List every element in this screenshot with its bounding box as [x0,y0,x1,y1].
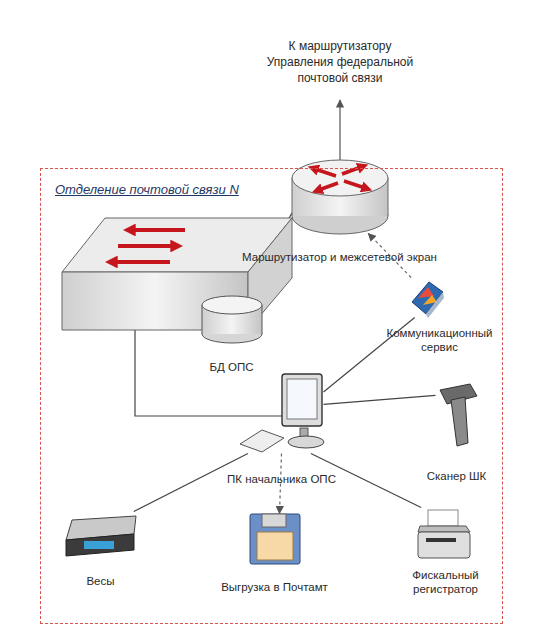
device-node: Весы [64,512,138,556]
scale-icon [66,516,136,556]
network-switch-part [118,244,178,248]
device-label: Фискальный регистратор [391,568,501,596]
office-heading: Отделение почтовой связи N [55,183,239,197]
uplink-arrow-part [339,100,340,160]
floppy-icon-part [262,514,286,527]
router-cylinder-part [312,168,336,176]
device-label: Коммуникационный сервис [380,326,500,354]
device-label: Выгрузка в Почтамт [205,580,345,594]
floppy-icon-part [257,532,293,560]
device-node: Сканер ШК [436,383,478,447]
pc-icon-part [240,430,284,452]
device-label: ПК начальника ОПС [202,472,362,486]
network-switch-part [128,228,185,232]
service-icon-part [412,282,443,314]
service-icon [412,282,444,318]
router-cylinder-part [292,160,388,196]
floppy-icon-part [250,514,300,564]
floppy-icon [250,514,300,564]
database-cylinder-part [202,296,262,314]
device-node: Маршрутизатор и межсетевой экран [292,160,388,234]
device-node: ПК начальника ОПС [240,372,324,454]
cable-line [324,395,436,404]
printer-icon-part [428,510,458,526]
database-cylinder [202,296,262,343]
device-label: Весы [61,574,141,588]
database-cylinder-part [262,305,263,334]
printer-icon-part [418,526,470,532]
pc-icon-part [282,374,322,426]
printer-icon-part [426,538,456,542]
router-cylinder-part [292,178,293,216]
pc-icon-part [288,436,324,448]
device-label: Сканер ШК [407,469,507,483]
printer-icon-part [418,532,470,558]
network-switch-part [110,260,170,264]
device-label: БД ОПС [182,360,282,374]
device-node: Коммуникационный сервис [408,278,444,318]
switch-wires-part [135,330,284,416]
router-cylinder-part [388,178,389,216]
device-label: Маршрутизатор и межсетевой экран [215,250,465,264]
scale-icon-part [84,541,114,549]
router-cylinder [292,160,388,234]
pc-icon-part [287,379,317,419]
scanner-icon [440,384,477,446]
router-cylinder-part [344,181,368,189]
office-boundary: Отделение почтовой связи N Маршрутизатор … [40,168,503,624]
uplink-note: К маршрутизатору Управления федеральной … [265,38,415,86]
device-node: Фискальный регистратор [416,508,472,560]
printer-icon [418,510,470,558]
pc-icon [240,374,324,452]
scale-icon-part [66,534,134,556]
uplink-arrow [340,100,341,160]
device-node: Выгрузка в Почтамт [250,514,300,564]
router-cylinder-part [316,183,338,191]
service-icon-part [426,292,444,318]
device-node: БД ОПС [201,296,263,342]
database-cylinder-part [202,305,203,334]
scanner-icon-part [451,397,468,446]
